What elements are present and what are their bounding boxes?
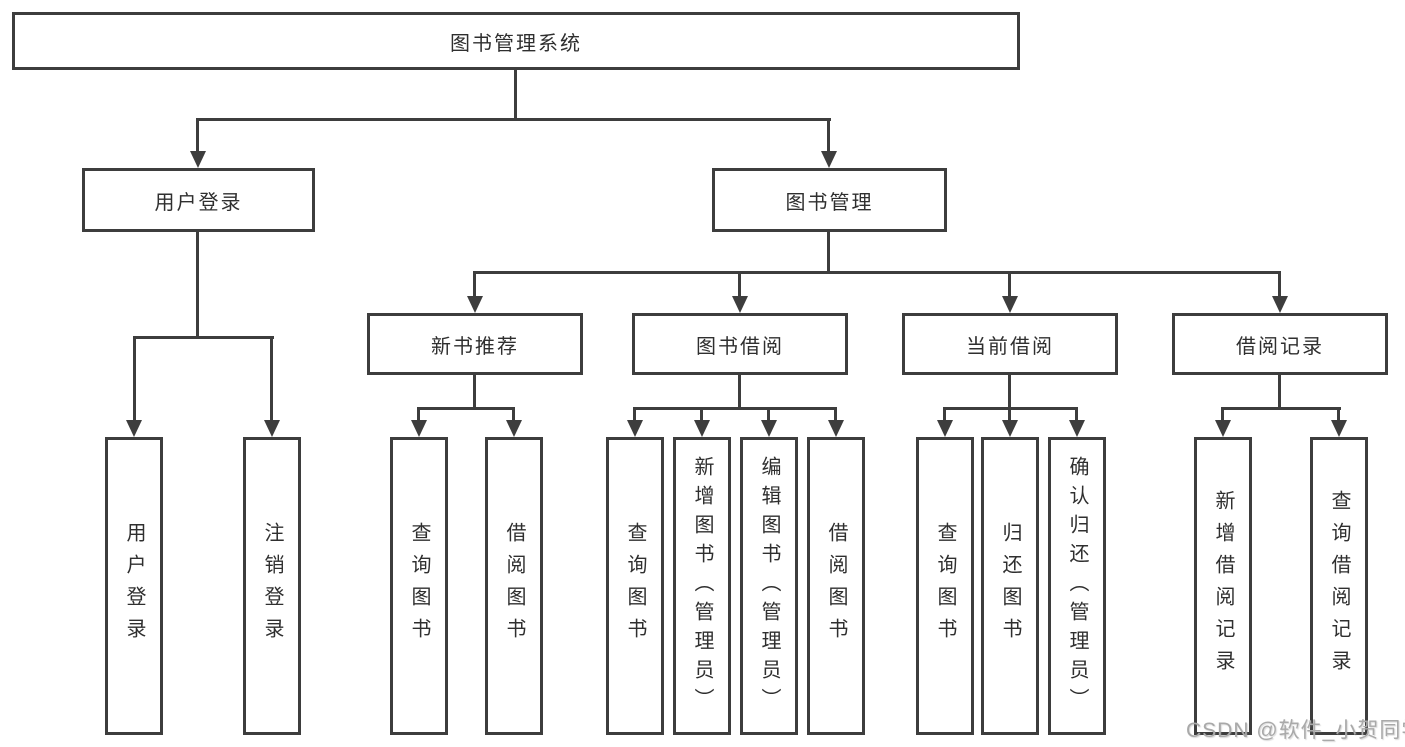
leaf-bb-add-book-admin: 新增图书（管理员） [673, 437, 731, 735]
connector-to-borrow-record [1278, 271, 1281, 297]
node-book-management-label: 图书管理 [785, 191, 874, 214]
node-new-book-rec: 新书推荐 [367, 313, 583, 375]
arrowhead-leaf-bb-add [694, 420, 710, 437]
arrowhead-leaf-bb-borrow [828, 420, 844, 437]
connector-to-leaf-logout [270, 336, 273, 421]
leaf-bb-add-book-admin-label: 新增图书（管理员） [691, 455, 713, 717]
leaf-cb-return-book-label: 归还图书 [999, 522, 1021, 650]
leaf-user-login-label: 用户登录 [123, 522, 145, 650]
connector-to-leaf-br-query [1337, 407, 1340, 421]
connector-to-leaf-cb-confirm [1075, 407, 1078, 421]
leaf-nb-query-book: 查询图书 [390, 437, 448, 735]
leaf-cb-query-book-label: 查询图书 [934, 522, 956, 650]
connector-to-leaf-br-add [1221, 407, 1224, 421]
connector-book-borrow-split [633, 407, 837, 410]
leaf-user-login: 用户登录 [105, 437, 163, 735]
leaf-logout-label: 注销登录 [261, 522, 283, 650]
arrowhead-leaf-cb-query [937, 420, 953, 437]
leaf-cb-query-book: 查询图书 [916, 437, 974, 735]
arrowhead-leaf-logout [264, 420, 280, 437]
node-current-borrow: 当前借阅 [902, 313, 1118, 375]
arrowhead-leaf-bb-edit [761, 420, 777, 437]
arrowhead-book-borrow [732, 296, 748, 313]
connector-to-leaf-bb-query [633, 407, 636, 421]
connector-to-leaf-login [133, 336, 136, 421]
connector-borrow-record-stem [1278, 375, 1281, 407]
leaf-bb-borrow-book-label: 借阅图书 [825, 522, 847, 650]
connector-to-leaf-nb-query [417, 407, 420, 421]
connector-to-leaf-cb-query [943, 407, 946, 421]
node-book-borrow: 图书借阅 [632, 313, 848, 375]
connector-user-login-stem [196, 232, 199, 336]
node-book-borrow-label: 图书借阅 [696, 335, 784, 358]
connector-root-stem [514, 70, 517, 118]
arrowhead-leaf-bb-query [627, 420, 643, 437]
leaf-nb-borrow-book: 借阅图书 [485, 437, 543, 735]
connector-to-leaf-bb-add [700, 407, 703, 421]
leaf-nb-borrow-book-label: 借阅图书 [503, 522, 525, 650]
arrowhead-current-borrow [1002, 296, 1018, 313]
connector-to-current-borrow [1008, 271, 1011, 297]
leaf-br-query-record: 查询借阅记录 [1310, 437, 1368, 735]
leaf-cb-confirm-return-admin: 确认归还（管理员） [1048, 437, 1106, 735]
arrowhead-borrow-record [1272, 296, 1288, 313]
node-user-login: 用户登录 [82, 168, 315, 232]
leaf-bb-edit-book-admin-label: 编辑图书（管理员） [758, 455, 780, 717]
node-book-management: 图书管理 [712, 168, 947, 232]
connector-new-book-rec-split [417, 407, 515, 410]
arrowhead-leaf-nb-borrow [506, 420, 522, 437]
node-user-login-label: 用户登录 [154, 191, 243, 214]
node-borrow-record: 借阅记录 [1172, 313, 1388, 375]
connector-to-leaf-bb-edit [767, 407, 770, 421]
connector-book-management-stem [827, 232, 830, 271]
connector-book-borrow-stem [738, 375, 741, 407]
leaf-br-add-record: 新增借阅记录 [1194, 437, 1252, 735]
connector-user-login-split [133, 336, 274, 339]
leaf-bb-query-book: 查询图书 [606, 437, 664, 735]
arrowhead-leaf-br-query [1331, 420, 1347, 437]
node-root: 图书管理系统 [12, 12, 1020, 70]
node-borrow-record-label: 借阅记录 [1236, 335, 1324, 358]
leaf-br-query-record-label: 查询借阅记录 [1328, 490, 1350, 682]
connector-borrow-record-split [1221, 407, 1341, 410]
arrowhead-book-management [821, 151, 837, 168]
connector-level2-split [196, 118, 831, 121]
connector-level3-split [473, 271, 1281, 274]
leaf-bb-borrow-book: 借阅图书 [807, 437, 865, 735]
connector-to-leaf-bb-borrow [834, 407, 837, 421]
connector-to-book-borrow [738, 271, 741, 297]
leaf-br-add-record-label: 新增借阅记录 [1212, 490, 1234, 682]
arrowhead-leaf-cb-confirm [1069, 420, 1085, 437]
connector-to-leaf-nb-borrow [512, 407, 515, 421]
arrowhead-leaf-cb-return [1002, 420, 1018, 437]
connector-to-book-management [827, 118, 830, 153]
leaf-cb-return-book: 归还图书 [981, 437, 1039, 735]
connector-current-borrow-stem [1008, 375, 1011, 407]
connector-to-leaf-cb-return [1008, 407, 1011, 421]
connector-new-book-rec-stem [473, 375, 476, 407]
csdn-watermark: CSDN @软件_小贺同学 [1186, 719, 1405, 742]
connector-to-user-login [196, 118, 199, 153]
leaf-nb-query-book-label: 查询图书 [408, 522, 430, 650]
node-new-book-rec-label: 新书推荐 [431, 335, 519, 358]
arrowhead-leaf-br-add [1215, 420, 1231, 437]
connector-to-new-book-rec [473, 271, 476, 297]
leaf-logout: 注销登录 [243, 437, 301, 735]
leaf-bb-edit-book-admin: 编辑图书（管理员） [740, 437, 798, 735]
arrowhead-new-book-rec [467, 296, 483, 313]
node-root-label: 图书管理系统 [450, 32, 582, 55]
arrowhead-leaf-login [126, 420, 142, 437]
leaf-cb-confirm-return-admin-label: 确认归还（管理员） [1066, 455, 1088, 717]
arrowhead-user-login [190, 151, 206, 168]
node-current-borrow-label: 当前借阅 [966, 335, 1054, 358]
arrowhead-leaf-nb-query [411, 420, 427, 437]
leaf-bb-query-book-label: 查询图书 [624, 522, 646, 650]
